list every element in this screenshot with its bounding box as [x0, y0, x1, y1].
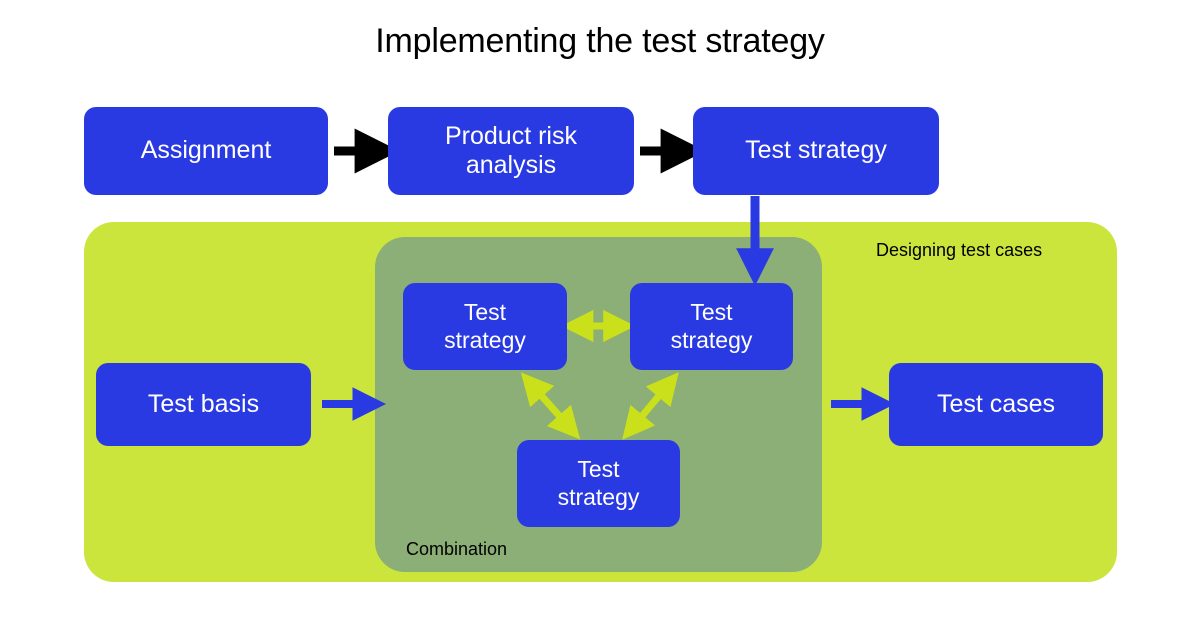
- box-product-risk-analysis-label: Product risk analysis: [445, 122, 577, 181]
- box-assignment-label: Assignment: [140, 136, 272, 165]
- box-test-strategy-combination-1-line1: Test: [463, 299, 507, 326]
- box-test-strategy-combination-1-label: Test strategy: [444, 299, 526, 353]
- box-test-strategy-combination-2-line2: strategy: [670, 326, 753, 353]
- box-test-strategy-combination-2-line1: Test: [690, 299, 733, 326]
- box-test-strategy-combination-3-line2: strategy: [557, 483, 640, 510]
- box-test-cases[interactable]: Test cases: [889, 363, 1103, 446]
- box-test-cases-label: Test cases: [936, 389, 1056, 418]
- designing-test-cases-label: Designing test cases: [876, 240, 1043, 260]
- box-test-strategy-combination-1[interactable]: Test strategy: [403, 283, 567, 370]
- box-test-strategy-combination-3[interactable]: Test strategy: [517, 440, 680, 527]
- box-test-basis[interactable]: Test basis: [96, 363, 311, 446]
- combination-label: Combination: [406, 539, 508, 559]
- box-assignment[interactable]: Assignment: [84, 107, 328, 195]
- page-title: Implementing the test strategy: [375, 22, 825, 60]
- box-test-strategy-combination-3-label: Test strategy: [558, 456, 640, 510]
- box-test-strategy-combination-3-line1: Test: [577, 456, 620, 483]
- box-test-strategy-combination-2-label: Test strategy: [671, 299, 753, 353]
- box-product-risk-analysis-line1: Product risk: [445, 121, 577, 150]
- box-test-strategy-combination-1-line2: strategy: [444, 326, 526, 353]
- box-product-risk-analysis[interactable]: Product risk analysis: [388, 107, 634, 195]
- box-test-strategy-combination-2[interactable]: Test strategy: [630, 283, 793, 370]
- box-test-basis-label: Test basis: [147, 389, 260, 418]
- box-product-risk-analysis-line2: analysis: [465, 151, 557, 179]
- box-test-strategy-top-label: Test strategy: [745, 136, 887, 165]
- box-test-strategy-top[interactable]: Test strategy: [693, 107, 939, 195]
